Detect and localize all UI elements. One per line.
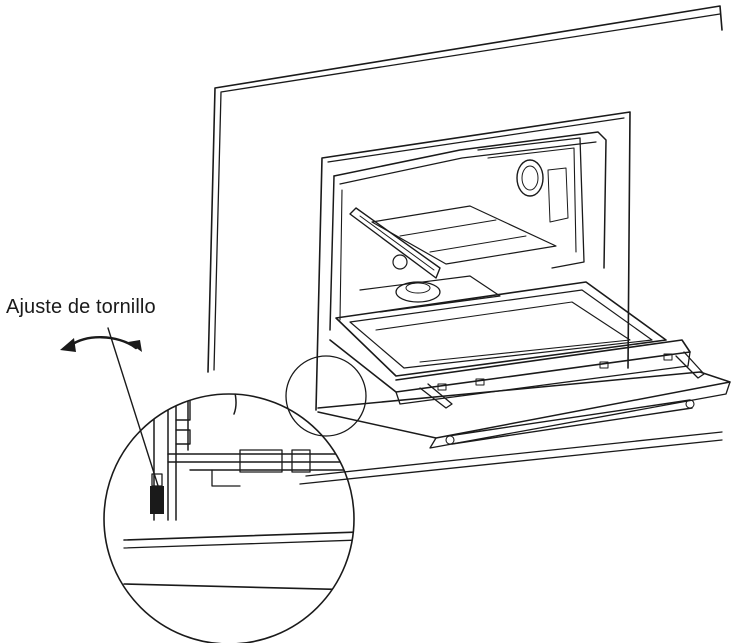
curved-rotation-arrow-icon xyxy=(60,336,142,352)
niche-opening xyxy=(315,111,631,411)
magnifier-circle-icon xyxy=(103,393,355,643)
dishwasher-door xyxy=(317,281,731,449)
detail-callout-circle xyxy=(285,355,367,437)
dishwasher-tub xyxy=(329,131,607,331)
leader-line xyxy=(107,327,161,493)
screw-adjustment-label: Ajuste de tornillo xyxy=(6,296,156,318)
cabinet-panel xyxy=(207,5,723,485)
